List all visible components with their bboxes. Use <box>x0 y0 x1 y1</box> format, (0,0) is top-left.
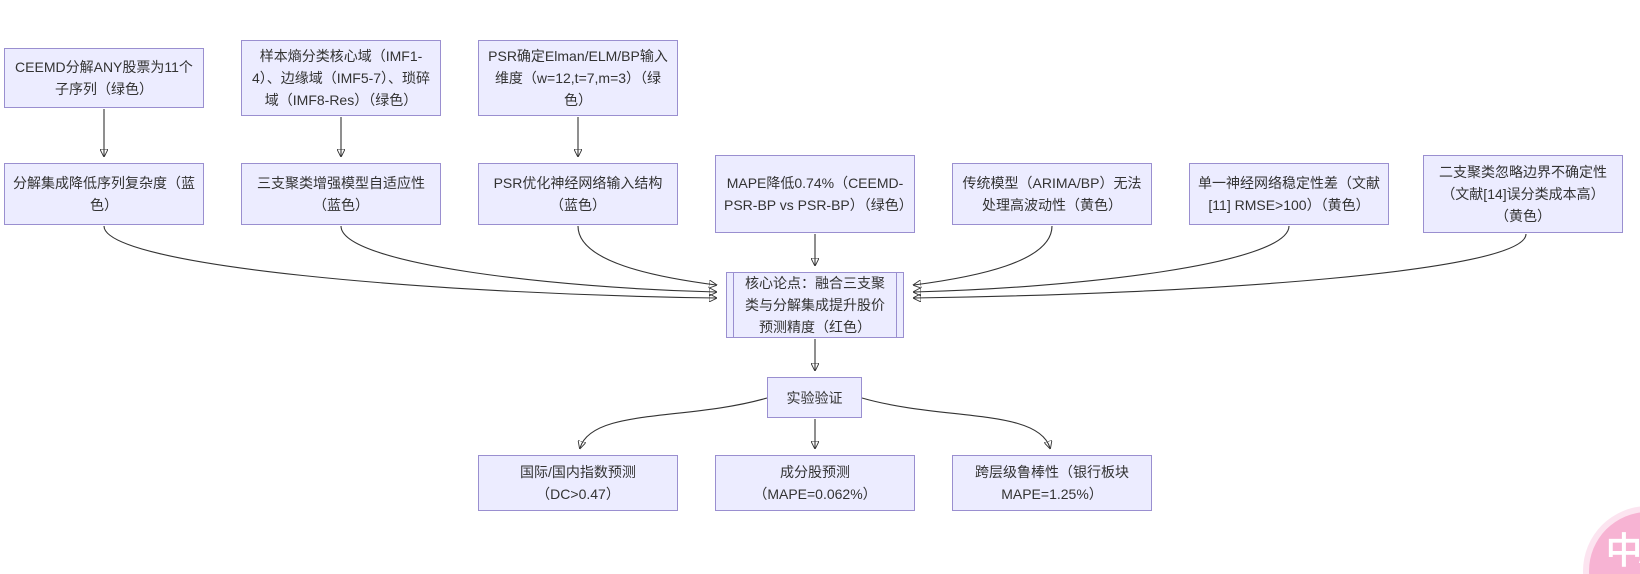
node-two-way-clustering-limitation: 二支聚类忽略边界不确定性（文献[14]误分类成本高）（黄色） <box>1423 155 1623 233</box>
node-label: PSR优化神经网络输入结构（蓝色） <box>493 175 663 213</box>
node-mape-reduction: MAPE降低0.74%（CEEMD-PSR-BP vs PSR-BP）（绿色） <box>715 155 915 233</box>
node-label: 单一神经网络稳定性差（文献[11] RMSE>100）（黄色） <box>1198 175 1380 213</box>
node-single-nn-instability: 单一神经网络稳定性差（文献[11] RMSE>100）（黄色） <box>1189 163 1389 225</box>
node-label: 样本熵分类核心域（IMF1-4）、边缘域（IMF5-7）、琐碎域（IMF8-Re… <box>251 48 431 108</box>
node-ceemd-decomposition: CEEMD分解ANY股票为11个子序列（绿色） <box>4 48 204 108</box>
node-psr-optimizes-input-structure: PSR优化神经网络输入结构（蓝色） <box>478 163 678 225</box>
node-decomposition-reduces-complexity: 分解集成降低序列复杂度（蓝色） <box>4 163 204 225</box>
node-component-stock-prediction: 成分股预测（MAPE=0.062%） <box>715 455 915 511</box>
node-label: 分解集成降低序列复杂度（蓝色） <box>13 175 195 213</box>
node-label: 核心论点：融合三支聚类与分解集成提升股价预测精度（红色） <box>745 275 885 335</box>
node-three-way-clustering-adaptivity: 三支聚类增强模型自适应性（蓝色） <box>241 163 441 225</box>
translate-icon: 中A <box>1606 530 1640 571</box>
node-traditional-model-limitation: 传统模型（ARIMA/BP）无法处理高波动性（黄色） <box>952 163 1152 225</box>
node-label: 成分股预测（MAPE=0.062%） <box>753 464 877 502</box>
node-label: CEEMD分解ANY股票为11个子序列（绿色） <box>15 59 193 97</box>
node-sample-entropy-domains: 样本熵分类核心域（IMF1-4）、边缘域（IMF5-7）、琐碎域（IMF8-Re… <box>241 40 441 116</box>
edge-singlenn-to-core <box>914 225 1290 292</box>
edge-twoway-to-core <box>914 233 1527 298</box>
edge-experiment-to-robust <box>861 397 1050 448</box>
node-core-thesis: 核心论点：融合三支聚类与分解集成提升股价预测精度（红色） <box>726 272 904 338</box>
edge-psropt-to-core <box>577 225 716 285</box>
node-experimental-validation: 实验验证 <box>767 377 862 418</box>
node-label: 传统模型（ARIMA/BP）无法处理高波动性（黄色） <box>962 175 1142 213</box>
node-label: 三支聚类增强模型自适应性（蓝色） <box>257 175 425 213</box>
node-label: 跨层级鲁棒性（银行板块 MAPE=1.25%） <box>975 464 1129 502</box>
node-label: 国际/国内指数预测（DC>0.47） <box>520 464 636 502</box>
node-cross-level-robustness: 跨层级鲁棒性（银行板块 MAPE=1.25%） <box>952 455 1152 511</box>
node-label: MAPE降低0.74%（CEEMD-PSR-BP vs PSR-BP）（绿色） <box>724 175 913 213</box>
edge-decomp-to-core <box>103 225 716 298</box>
edge-traditional-to-core <box>914 225 1053 285</box>
node-psr-input-dimension: PSR确定Elman/ELM/BP输入维度（w=12,t=7,m=3）（绿色） <box>478 40 678 116</box>
edge-threeway-to-core <box>340 225 716 292</box>
node-index-prediction: 国际/国内指数预测（DC>0.47） <box>478 455 678 511</box>
node-label: 二支聚类忽略边界不确定性（文献[14]误分类成本高）（黄色） <box>1439 164 1607 224</box>
translate-button[interactable]: 中A <box>1589 512 1640 574</box>
node-label: PSR确定Elman/ELM/BP输入维度（w=12,t=7,m=3）（绿色） <box>488 48 668 108</box>
edge-experiment-to-index <box>580 397 768 448</box>
node-label: 实验验证 <box>786 389 843 406</box>
